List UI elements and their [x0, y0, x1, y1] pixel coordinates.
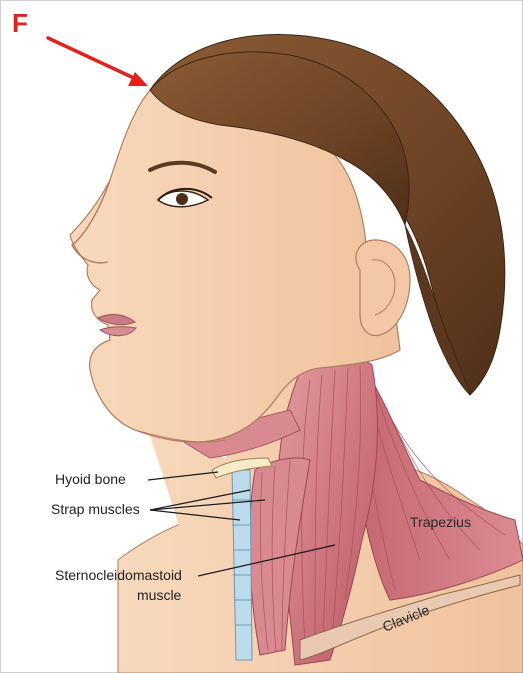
label-trapezius: Trapezius: [410, 514, 471, 530]
panel-letter: F: [12, 8, 28, 38]
ear: [356, 240, 410, 336]
label-hyoid-bone: Hyoid bone: [55, 471, 126, 487]
pointer-arrow-icon: [48, 38, 148, 86]
label-sternocleidomastoid-line2: muscle: [137, 587, 182, 603]
label-strap-muscles: Strap muscles: [51, 501, 140, 517]
label-sternocleidomastoid: Sternocleidomastoid: [55, 567, 182, 583]
